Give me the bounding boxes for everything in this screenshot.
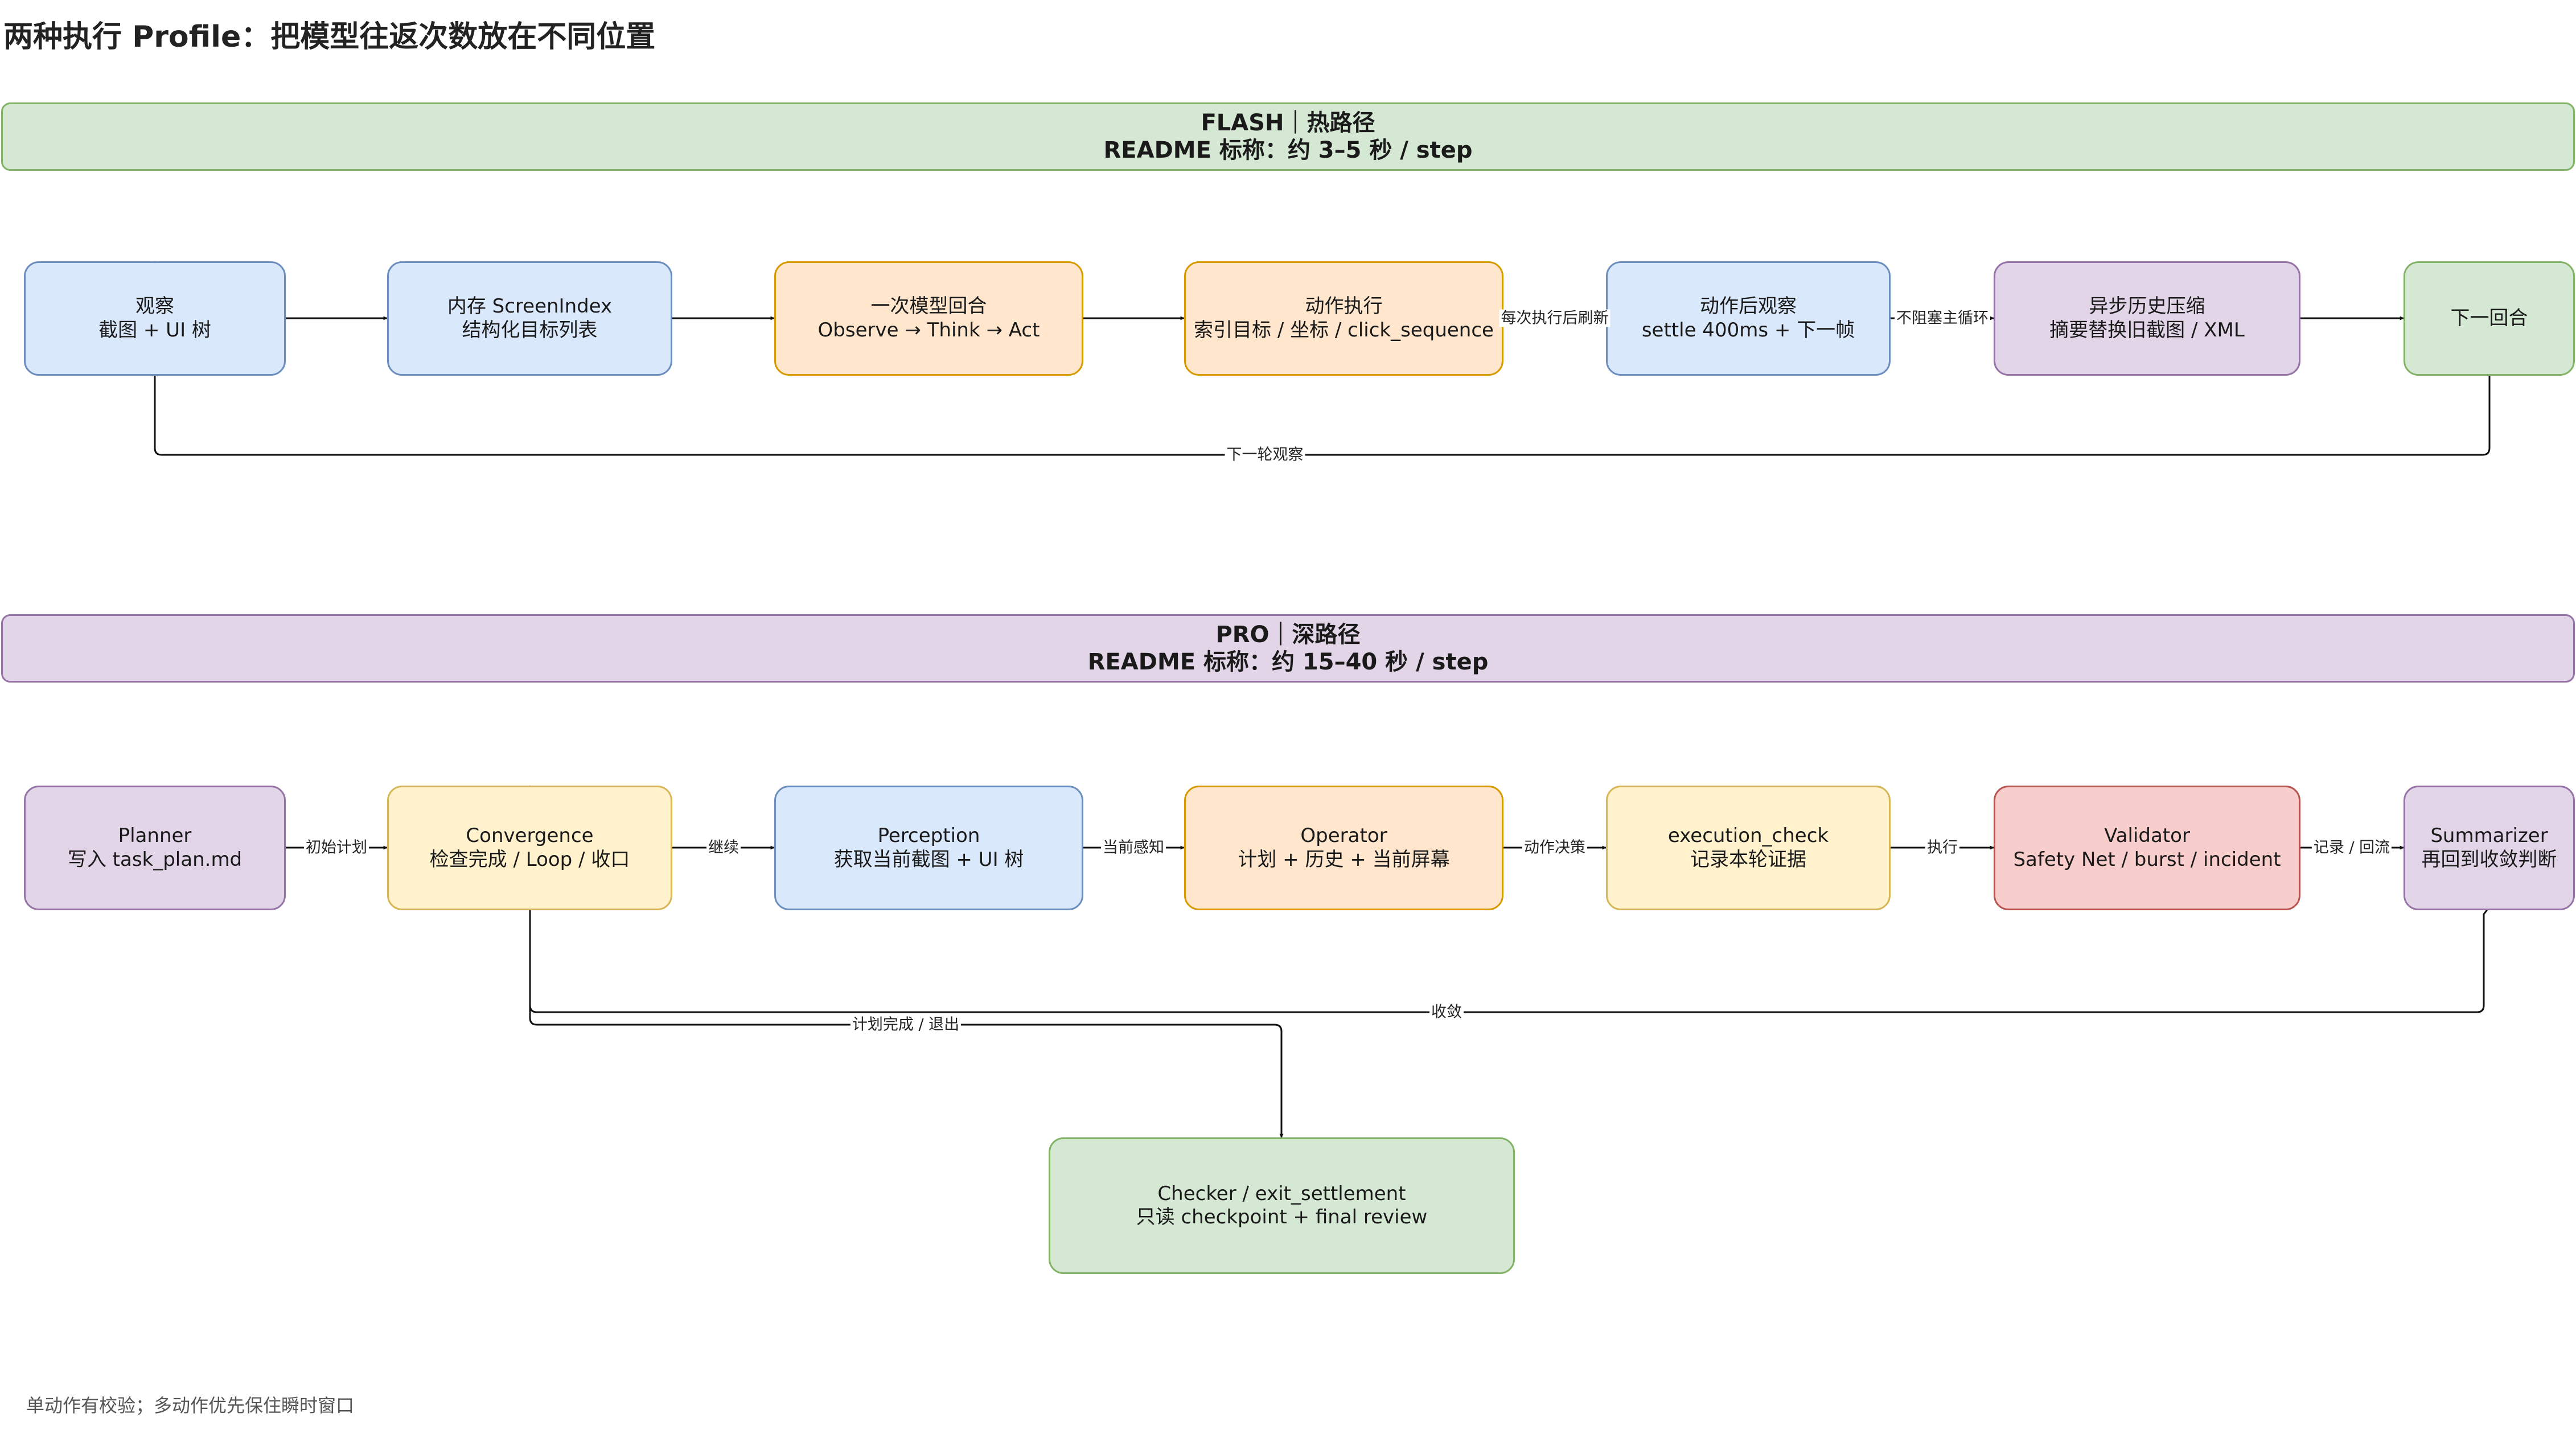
node-line: Planner xyxy=(118,824,192,848)
pro-node-summarizer: Summarizer 再回到收敛判断 xyxy=(2404,786,2575,910)
node-line: execution_check xyxy=(1667,824,1829,848)
node-line: settle 400ms + 下一帧 xyxy=(1641,318,1855,342)
edge-label-execute: 执行 xyxy=(1925,839,1959,857)
node-line: 动作后观察 xyxy=(1700,295,1797,318)
node-line: 内存 ScreenIndex xyxy=(447,295,613,318)
node-line: 再回到收敛判断 xyxy=(2421,848,2557,871)
flash-node-next-round: 下一回合 xyxy=(2404,261,2575,376)
edge-label-nonblocking: 不阻塞主循环 xyxy=(1895,309,1990,327)
node-line: 索引目标 / 坐标 / click_sequence xyxy=(1194,318,1494,342)
node-line: 只读 checkpoint + final review xyxy=(1136,1206,1428,1228)
edge-label-continue: 继续 xyxy=(706,839,741,857)
node-line: 一次模型回合 xyxy=(870,295,987,318)
node-line: Convergence xyxy=(466,824,594,848)
flash-banner: FLASH｜热路径 README 标称：约 3–5 秒 / step xyxy=(1,102,2575,171)
node-line: 检查完成 / Loop / 收口 xyxy=(429,848,630,871)
pro-node-operator: Operator 计划 + 历史 + 当前屏幕 xyxy=(1184,786,1503,910)
footer-note: 单动作有校验；多动作优先保住瞬时窗口 xyxy=(26,1395,355,1416)
edge-label-plan-done-exit: 计划完成 / 退出 xyxy=(850,1016,962,1034)
edge-label-initial-plan: 初始计划 xyxy=(304,839,369,857)
node-line: Checker / exit_settlement xyxy=(1157,1182,1406,1205)
pro-node-checker: Checker / exit_settlement 只读 checkpoint … xyxy=(1049,1137,1515,1274)
edge-label-record-backflow: 记录 / 回流 xyxy=(2311,839,2392,857)
node-line: Summarizer xyxy=(2430,824,2548,848)
pro-node-execution-check: execution_check 记录本轮证据 xyxy=(1606,786,1891,910)
flash-node-model-round: 一次模型回合 Observe → Think → Act xyxy=(774,261,1083,376)
pro-banner-title: PRO｜深路径 xyxy=(1215,622,1361,648)
node-line: 摘要替换旧截图 / XML xyxy=(2049,318,2245,342)
flash-node-observe: 观察 截图 + UI 树 xyxy=(24,261,286,376)
pro-banner: PRO｜深路径 README 标称：约 15–40 秒 / step xyxy=(1,614,2575,683)
flash-node-post-observe: 动作后观察 settle 400ms + 下一帧 xyxy=(1606,261,1891,376)
pro-node-convergence: Convergence 检查完成 / Loop / 收口 xyxy=(387,786,672,910)
node-line: 计划 + 历史 + 当前屏幕 xyxy=(1238,848,1450,871)
flash-node-action-exec: 动作执行 索引目标 / 坐标 / click_sequence xyxy=(1184,261,1503,376)
flash-node-screen-index: 内存 ScreenIndex 结构化目标列表 xyxy=(387,261,672,376)
node-line: Validator xyxy=(2104,824,2190,848)
flash-banner-subtitle: README 标称：约 3–5 秒 / step xyxy=(1103,137,1473,163)
flash-node-history-compress: 异步历史压缩 摘要替换旧截图 / XML xyxy=(1994,261,2300,376)
edge-label-converge: 收敛 xyxy=(1429,1003,1464,1021)
node-line: 观察 xyxy=(135,295,174,318)
node-line: Perception xyxy=(877,824,980,848)
edge-next-loop-back xyxy=(153,261,2491,456)
edge-label-action-decision: 动作决策 xyxy=(1522,839,1587,857)
edge-label-current-perception: 当前感知 xyxy=(1101,839,1166,857)
node-line: 动作执行 xyxy=(1305,295,1383,318)
page-title: 两种执行 Profile：把模型往返次数放在不同位置 xyxy=(3,20,656,54)
flash-banner-title: FLASH｜热路径 xyxy=(1201,110,1375,136)
node-line: 记录本轮证据 xyxy=(1690,848,1806,871)
node-line: 异步历史压缩 xyxy=(2089,295,2205,318)
edge-label-next-observe: 下一轮观察 xyxy=(1225,446,1305,464)
edge-label-refresh: 每次执行后刷新 xyxy=(1499,309,1610,327)
node-line: 结构化目标列表 xyxy=(462,318,598,342)
node-line: Safety Net / burst / incident xyxy=(2013,848,2281,871)
pro-node-perception: Perception 获取当前截图 + UI 树 xyxy=(774,786,1083,910)
node-line: Operator xyxy=(1300,824,1387,848)
node-line: Observe → Think → Act xyxy=(817,318,1040,342)
node-line: 获取当前截图 + UI 树 xyxy=(833,848,1024,871)
pro-node-validator: Validator Safety Net / burst / incident xyxy=(1994,786,2300,910)
node-line: 下一回合 xyxy=(2450,306,2528,330)
pro-node-planner: Planner 写入 task_plan.md xyxy=(24,786,286,910)
node-line: 写入 task_plan.md xyxy=(67,848,243,871)
node-line: 截图 + UI 树 xyxy=(98,318,211,342)
pro-banner-subtitle: README 标称：约 15–40 秒 / step xyxy=(1087,649,1489,675)
